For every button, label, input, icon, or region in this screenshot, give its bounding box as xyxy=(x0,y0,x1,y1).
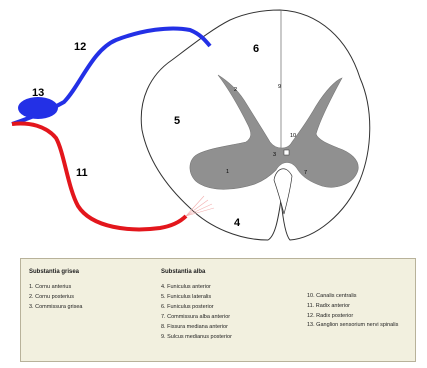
legend-grey-title: Substantia grisea xyxy=(29,269,83,275)
central-canal xyxy=(284,150,289,155)
label-4: 4 xyxy=(234,217,241,229)
label-7: 7 xyxy=(304,170,307,176)
label-3: 3 xyxy=(273,152,276,158)
label-6: 6 xyxy=(253,43,259,55)
label-2: 2 xyxy=(234,87,237,93)
legend-item: 3. Commissura grisea xyxy=(29,302,83,312)
legend-other-column: 10. Canalis centralis 11. Radix anterior… xyxy=(307,291,417,330)
legend-item: 7. Commissura alba anterior xyxy=(161,312,232,322)
legend-item: 8. Fissura mediana anterior xyxy=(161,322,232,332)
label-9: 9 xyxy=(278,84,281,90)
legend-item: 13. Ganglion sensorium nervi spinalis xyxy=(307,321,417,330)
label-1: 1 xyxy=(226,169,229,175)
legend-grey-column: Substantia grisea 1. Cornu anterius 2. C… xyxy=(29,269,83,312)
legend-item: 4. Funiculus anterior xyxy=(161,282,232,292)
legend-item: 9. Sulcus medianus posterior xyxy=(161,332,232,342)
label-13: 13 xyxy=(32,87,44,99)
legend-item: 12. Radix posterior xyxy=(307,311,417,321)
legend-item: 11. Radix anterior xyxy=(307,301,417,311)
legend-box: Substantia grisea 1. Cornu anterius 2. C… xyxy=(20,258,416,362)
legend-item: 1. Cornu anterius xyxy=(29,282,83,292)
legend-item: 2. Cornu posterius xyxy=(29,292,83,302)
legend-item: 10. Canalis centralis xyxy=(307,291,417,301)
label-10: 10 xyxy=(290,133,296,139)
spinal-cord-diagram: 12 13 11 5 6 4 2 9 10 3 1 7 xyxy=(0,0,427,250)
label-5: 5 xyxy=(174,115,180,127)
legend-white-column: Substantia alba 4. Funiculus anterior 5.… xyxy=(161,269,232,342)
label-11: 11 xyxy=(76,167,88,179)
spinal-ganglion xyxy=(18,97,58,119)
legend-item: 5. Funiculus lateralis xyxy=(161,292,232,302)
label-12: 12 xyxy=(74,41,86,53)
legend-item: 6. Funiculus posterior xyxy=(161,302,232,312)
legend-white-title: Substantia alba xyxy=(161,269,232,275)
